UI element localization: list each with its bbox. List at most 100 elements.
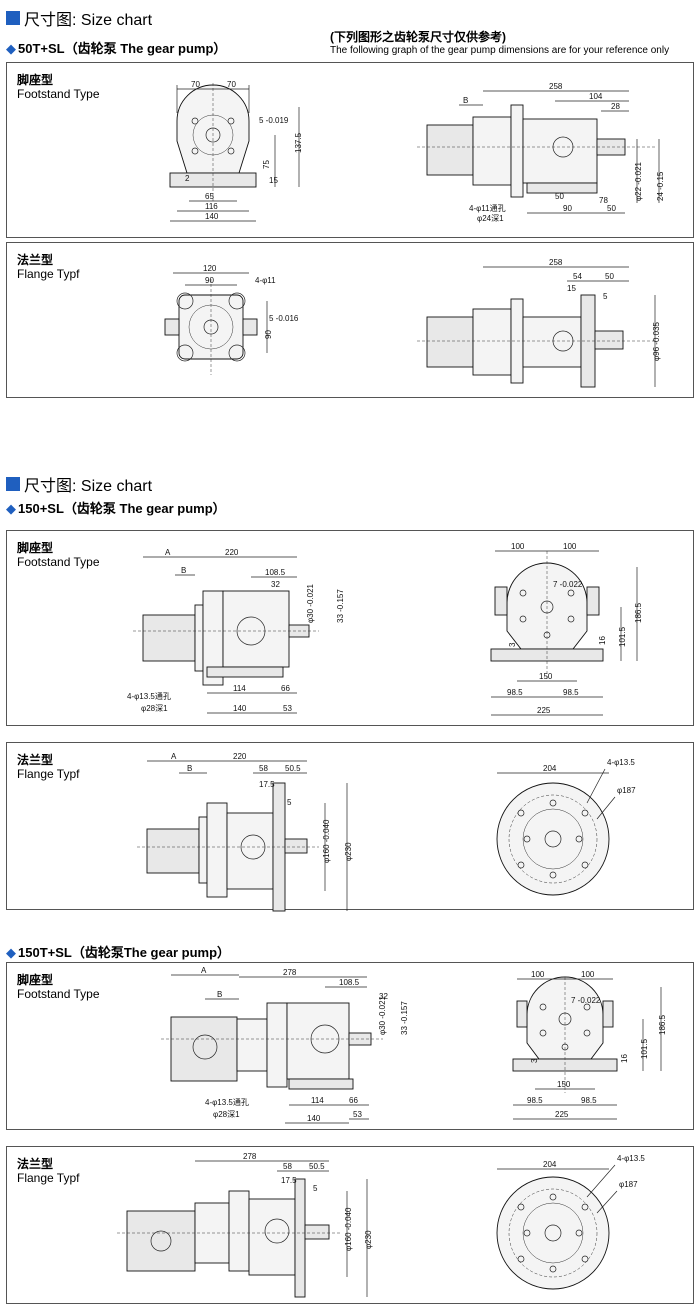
type-label-cn: 法兰型 [17,753,54,767]
dim-text: 90 [563,204,572,213]
dim-text: 278 [283,968,297,977]
section-1-subtitle: ◆50T+SL（齿轮泵 The gear pump） [6,38,226,57]
dim-text: 33 -0.157 [400,1001,409,1035]
dim-text: 100 [581,970,595,979]
dim-text: 90 [264,330,273,339]
section-1-subtitle-text: 50T+SL（齿轮泵 The gear pump） [18,41,227,56]
dim-text: φ28深1 [141,704,168,713]
dim-text: 70 [227,80,236,89]
dim-text: 33 -0.157 [336,589,345,623]
drawing-150t-footstand: A B 278 108.5 32 φ30 -0.021 33 -0.157 11… [161,966,667,1124]
dim-text: 2 [185,174,190,183]
reference-note-en: The following graph of the gear pump dim… [330,45,670,56]
square-bullet-icon [6,477,20,491]
front-view: 70 70 5 -0.019 137.5 75 15 2 65 116 140 [169,80,303,222]
dim-text: φ160 -0.040 [344,1207,353,1251]
dim-text: 24 -0.15 [656,171,665,201]
panel-150-footstand: 脚座型 Footstand Type A B 220 108.5 32 φ30 … [6,530,694,726]
dim-text: B [181,566,186,575]
dim-text: 140 [205,212,219,221]
panel-150-flange: 法兰型 Flange Typf A B 220 58 50.5 17.5 5 φ… [6,742,694,912]
side-view: A B 278 108.5 32 φ30 -0.021 33 -0.157 11… [161,966,409,1124]
side-view: A B 220 108.5 32 φ30 -0.021 33 -0.157 11… [127,548,345,714]
diamond-bullet-icon: ◆ [6,41,16,56]
dim-text: 137.5 [294,132,303,153]
dim-text: 15 [567,284,576,293]
dim-text: 220 [233,752,247,761]
dim-text: 101.5 [640,1038,649,1059]
drawing-50t-footstand: 70 70 5 -0.019 137.5 75 15 2 65 116 140 [169,80,665,223]
dim-text: A [165,548,171,557]
side-view: 258 54 50 15 5 φ96 -0.035 [417,258,661,388]
dim-text: 101.5 [618,626,627,647]
front-view: 204 4-φ13.5 φ187 [496,1154,645,1290]
dim-text: 70 [191,80,200,89]
panel-150t-flange: 法兰型 Flange Typf 278 58 50.5 17.5 5 φ160 … [6,1146,694,1304]
dim-text: 50 [607,204,616,213]
dim-text: 220 [225,548,239,557]
type-label-cn: 脚座型 [17,541,54,555]
front-view: 100 100 7 -0.022 186.5 101.5 16 3 150 98… [490,542,643,716]
dim-text: 17.5 [259,780,275,789]
dim-text: 54 [573,272,582,281]
dim-text: 50.5 [309,1162,325,1171]
dim-text: φ24深1 [477,214,504,223]
dim-text: 16 [620,1054,629,1063]
type-label-en: Flange Typf [17,1171,80,1185]
dim-text: 58 [283,1162,292,1171]
square-bullet-icon [6,11,20,25]
dim-text: 186.5 [658,1014,667,1035]
dim-text: φ160 -0.040 [322,819,331,863]
type-label-cn: 法兰型 [17,253,54,267]
type-label-cn: 脚座型 [17,73,54,87]
dim-text: 32 [379,992,388,1001]
dim-text: 4-φ13.5通孔 [205,1097,249,1107]
dim-text: 75 [262,160,271,169]
dim-text: φ30 -0.021 [306,583,315,623]
dim-text: φ22 -0.021 [634,161,643,201]
dim-text: 114 [233,684,246,693]
dim-text: 4-φ11通孔 [469,203,506,213]
dim-text: 4-φ11 [255,276,276,285]
panel-150t-footstand: 脚座型 Footstand Type A B 278 108.5 32 φ30 … [6,962,694,1130]
drawing-150-footstand: A B 220 108.5 32 φ30 -0.021 33 -0.157 11… [127,542,643,716]
dim-text: 65 [205,192,214,201]
dim-text: 32 [271,580,280,589]
type-label-en: Footstand Type [17,87,100,101]
dim-text: φ187 [617,786,636,795]
dim-text: 78 [599,196,608,205]
dim-text: φ28深1 [213,1110,240,1119]
dim-text: 53 [353,1110,362,1119]
drawing-50t-flange: 120 90 4-φ11 5 -0.016 90 258 54 50 15 5 [164,258,661,388]
dim-text: 100 [531,970,545,979]
dim-text: 53 [283,704,292,713]
dim-text: 204 [543,764,557,773]
type-label-en: Footstand Type [17,555,100,569]
dim-text: 66 [349,1096,358,1105]
section-1-title: 尺寸图: Size chart [6,6,152,30]
dim-text: 50 [605,272,614,281]
dim-text: φ30 -0.021 [378,995,387,1035]
side-view: 278 58 50.5 17.5 5 φ160 -0.040 φ230 [117,1152,373,1298]
dim-text: 100 [511,542,525,551]
reference-note-cn: (下列图形之齿轮泵尺寸仅供参考) [330,30,506,44]
drawing-150-flange: A B 220 58 50.5 17.5 5 φ160 -0.040 φ230 [137,752,636,912]
dim-text: 5 [313,1184,318,1193]
dim-text: 4-φ13.5通孔 [127,691,171,701]
dim-text: 120 [203,264,217,273]
dim-text: φ230 [344,842,353,861]
section-3-subtitle-text: 150T+SL（齿轮泵The gear pump） [18,945,231,960]
dim-text: 150 [539,672,553,681]
dim-text: 186.5 [634,602,643,623]
dim-text: B [217,990,222,999]
dim-text: 90 [205,276,214,285]
dim-text: 140 [233,704,247,713]
dim-text: 258 [549,82,563,91]
dim-text: 17.5 [281,1176,297,1185]
dim-text: 3 [530,1058,539,1063]
dim-text: 204 [543,1160,557,1169]
dim-text: 116 [205,202,218,211]
section-3-subtitle: ◆150T+SL（齿轮泵The gear pump） [6,942,230,961]
panel-50t-flange: 法兰型 Flange Typf 120 90 4-φ11 5 -0.016 90 [6,242,694,398]
dim-text: 98.5 [581,1096,597,1105]
